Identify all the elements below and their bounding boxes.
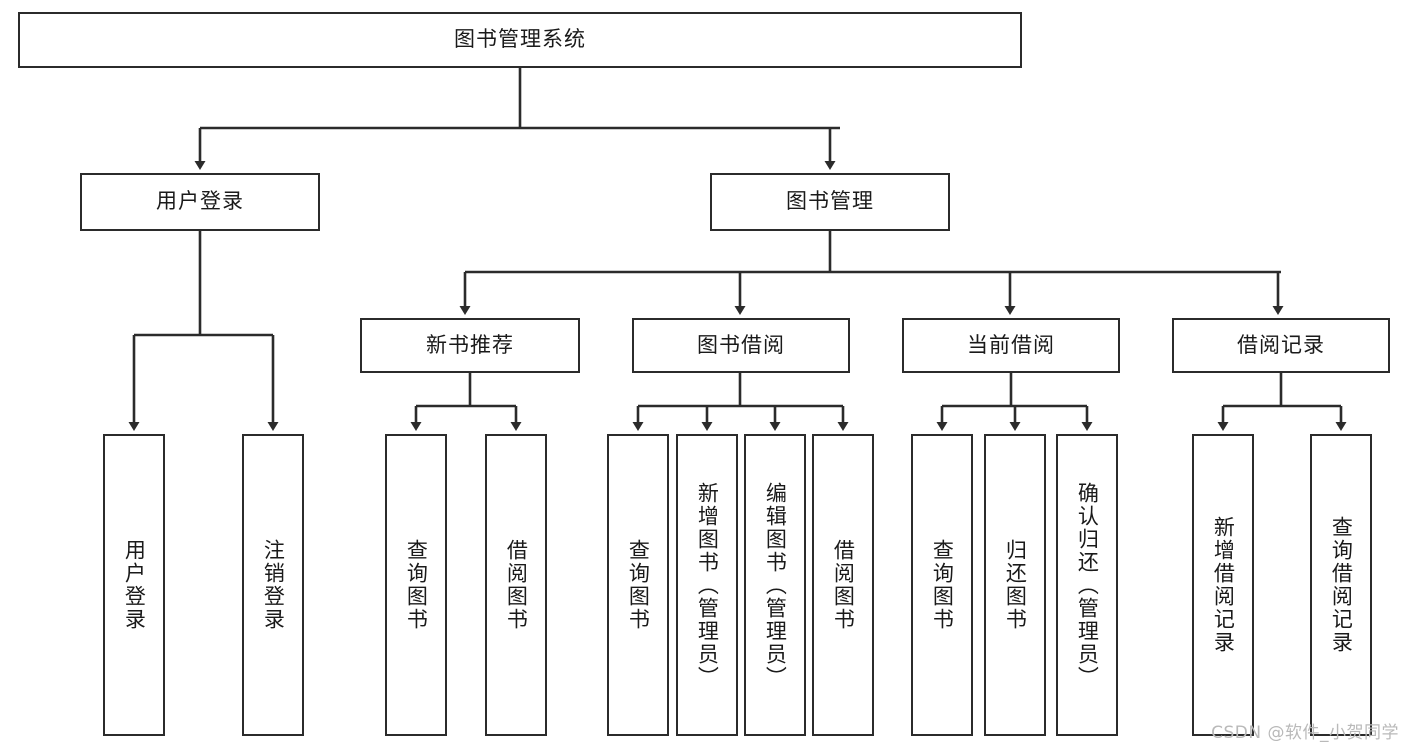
node-current-borrow[interactable]: 当前借阅 <box>902 318 1120 373</box>
node-leaf-borrow-book-2[interactable]: 借阅图书 <box>812 434 874 736</box>
leaf-label: 查询借阅记录 <box>1329 516 1354 654</box>
leaf-label: 查询图书 <box>626 539 651 631</box>
node-borrow-record[interactable]: 借阅记录 <box>1172 318 1390 373</box>
leaf-label: 查询图书 <box>404 539 429 631</box>
leaf-label: 新增借阅记录 <box>1211 516 1236 654</box>
node-leaf-query-record[interactable]: 查询借阅记录 <box>1310 434 1372 736</box>
node-leaf-query-book-2[interactable]: 查询图书 <box>607 434 669 736</box>
node-leaf-query-book-3[interactable]: 查询图书 <box>911 434 973 736</box>
node-new-book-recommend[interactable]: 新书推荐 <box>360 318 580 373</box>
leaf-label: 新增图书（管理员） <box>695 481 720 689</box>
leaf-label: 借阅图书 <box>504 539 529 631</box>
node-leaf-query-book-1[interactable]: 查询图书 <box>385 434 447 736</box>
node-leaf-edit-book[interactable]: 编辑图书（管理员） <box>744 434 806 736</box>
leaf-label: 查询图书 <box>930 539 955 631</box>
leaf-label: 注销登录 <box>261 539 286 631</box>
leaf-label: 借阅图书 <box>831 539 856 631</box>
node-book-management[interactable]: 图书管理 <box>710 173 950 231</box>
leaf-label: 用户登录 <box>122 539 147 631</box>
node-leaf-add-book[interactable]: 新增图书（管理员） <box>676 434 738 736</box>
node-leaf-confirm-return[interactable]: 确认归还（管理员） <box>1056 434 1118 736</box>
node-user-login[interactable]: 用户登录 <box>80 173 320 231</box>
node-leaf-borrow-book-1[interactable]: 借阅图书 <box>485 434 547 736</box>
node-root[interactable]: 图书管理系统 <box>18 12 1022 68</box>
leaf-label: 归还图书 <box>1003 539 1028 631</box>
node-leaf-user-login[interactable]: 用户登录 <box>103 434 165 736</box>
watermark: CSDN @软件_小贺同学 <box>1211 723 1399 743</box>
leaf-label: 确认归还（管理员） <box>1075 481 1100 689</box>
node-leaf-return-book[interactable]: 归还图书 <box>984 434 1046 736</box>
node-leaf-logout[interactable]: 注销登录 <box>242 434 304 736</box>
leaf-label: 编辑图书（管理员） <box>763 481 788 689</box>
node-leaf-add-record[interactable]: 新增借阅记录 <box>1192 434 1254 736</box>
node-book-borrow[interactable]: 图书借阅 <box>632 318 850 373</box>
